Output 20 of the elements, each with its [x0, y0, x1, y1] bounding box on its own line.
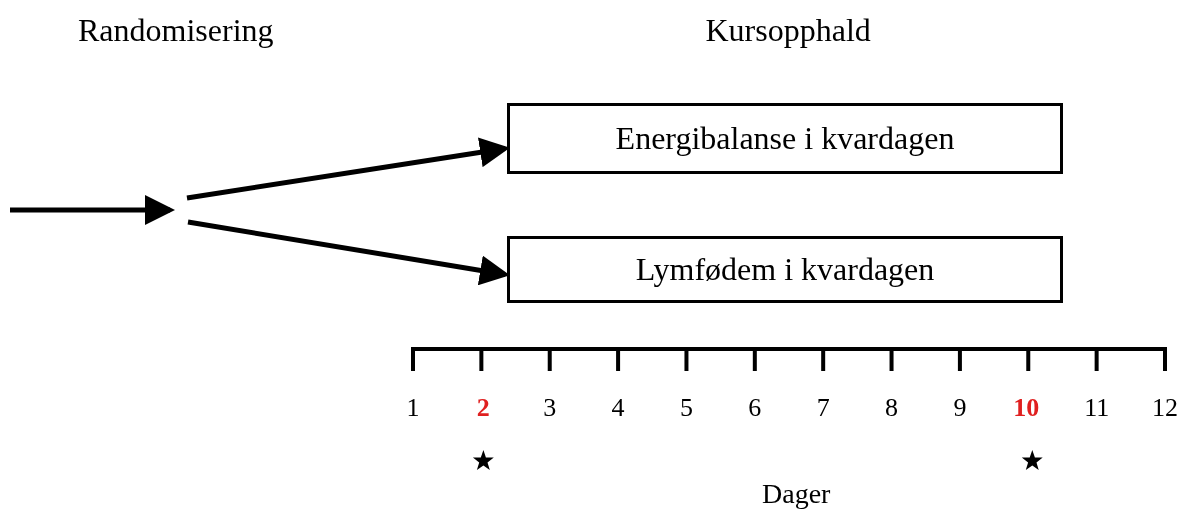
tick-label: 3 — [543, 393, 557, 423]
arrow — [10, 195, 175, 225]
tick-label: 6 — [748, 393, 762, 423]
tick-label: 11 — [1084, 393, 1110, 423]
activity-box — [507, 103, 1063, 174]
tick-label: 4 — [611, 393, 625, 423]
tick-label: 10 — [1013, 393, 1040, 423]
axis-title: Dager — [762, 478, 831, 510]
tick-label: 5 — [679, 393, 693, 423]
activity-box — [507, 236, 1063, 303]
tick-label: 8 — [885, 393, 899, 423]
tick-label: 2 — [476, 393, 490, 423]
heading: Kursopphald — [705, 12, 871, 49]
box-text: Lymfødem i kvardagen — [635, 251, 935, 288]
tick-label: 7 — [816, 393, 830, 423]
tick-label: 1 — [406, 393, 420, 423]
box-text: Energibalanse i kvardagen — [615, 120, 955, 157]
tick-label: 12 — [1152, 393, 1178, 423]
heading: Randomisering — [78, 12, 274, 49]
tick-label: 9 — [953, 393, 967, 423]
